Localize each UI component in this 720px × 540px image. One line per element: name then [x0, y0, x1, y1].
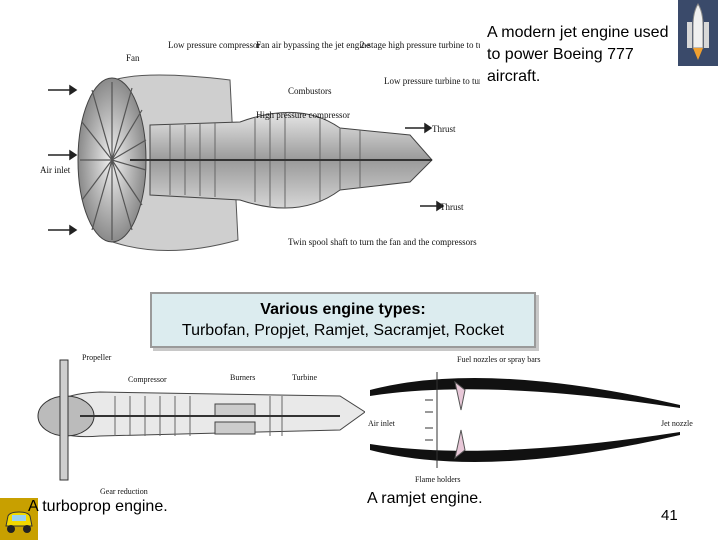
label-thrust-upper: Thrust — [432, 124, 456, 134]
engine-types-list: Turbofan, Propjet, Ramjet, Sacramjet, Ro… — [181, 322, 505, 339]
label-lp-compressor: Low pressure compressor — [168, 40, 260, 50]
turboprop-diagram: Propeller Compressor Burners Turbine Gea… — [37, 353, 365, 496]
ramjet-diagram: Fuel nozzles or spray bars Air inlet Jet… — [368, 355, 693, 484]
label-compressor: Compressor — [128, 375, 167, 384]
label-fan-air: Fan air bypassing the jet engine — [256, 40, 370, 50]
label-twin-spool: Twin spool shaft to turn the fan and the… — [288, 237, 477, 247]
label-gear-reduction: Gear reduction — [100, 487, 148, 496]
label-burners: Burners — [230, 373, 255, 382]
label-thrust-lower: Thrust — [440, 202, 464, 212]
label-turbine: Turbine — [292, 373, 317, 382]
label-jet-nozzle: Jet nozzle — [661, 419, 693, 428]
label-flame-holders: Flame holders — [415, 475, 461, 484]
ramjet-caption: A ramjet engine. — [367, 490, 483, 507]
engine-types-box: Various engine types: Turbofan, Propjet,… — [150, 292, 536, 348]
space-shuttle-icon — [678, 0, 718, 66]
label-fuel-nozzles: Fuel nozzles or spray bars — [457, 355, 541, 364]
label-fan: Fan — [126, 53, 140, 63]
turboprop-caption: A turboprop engine. — [28, 498, 168, 515]
label-hp-turbine: 2-stage high pressure turbine to turn ou… — [360, 40, 480, 50]
taxi-icon — [0, 498, 38, 540]
label-lp-turbine: Low pressure turbine to turn inner shaft — [384, 76, 480, 86]
turbofan-diagram: Fan Low pressure compressor Fan air bypa… — [40, 40, 480, 251]
top-caption: A modern jet engine used to power Boeing… — [487, 24, 669, 85]
label-propeller: Propeller — [82, 353, 112, 362]
label-ramjet-air-inlet: Air inlet — [368, 419, 396, 428]
engine-types-title: Various engine types: — [260, 301, 426, 318]
label-hp-compressor: High pressure compressor — [256, 110, 350, 120]
label-air-inlet: Air inlet — [40, 165, 71, 175]
label-combustors: Combustors — [288, 86, 332, 96]
page-number: 41 — [661, 507, 678, 524]
